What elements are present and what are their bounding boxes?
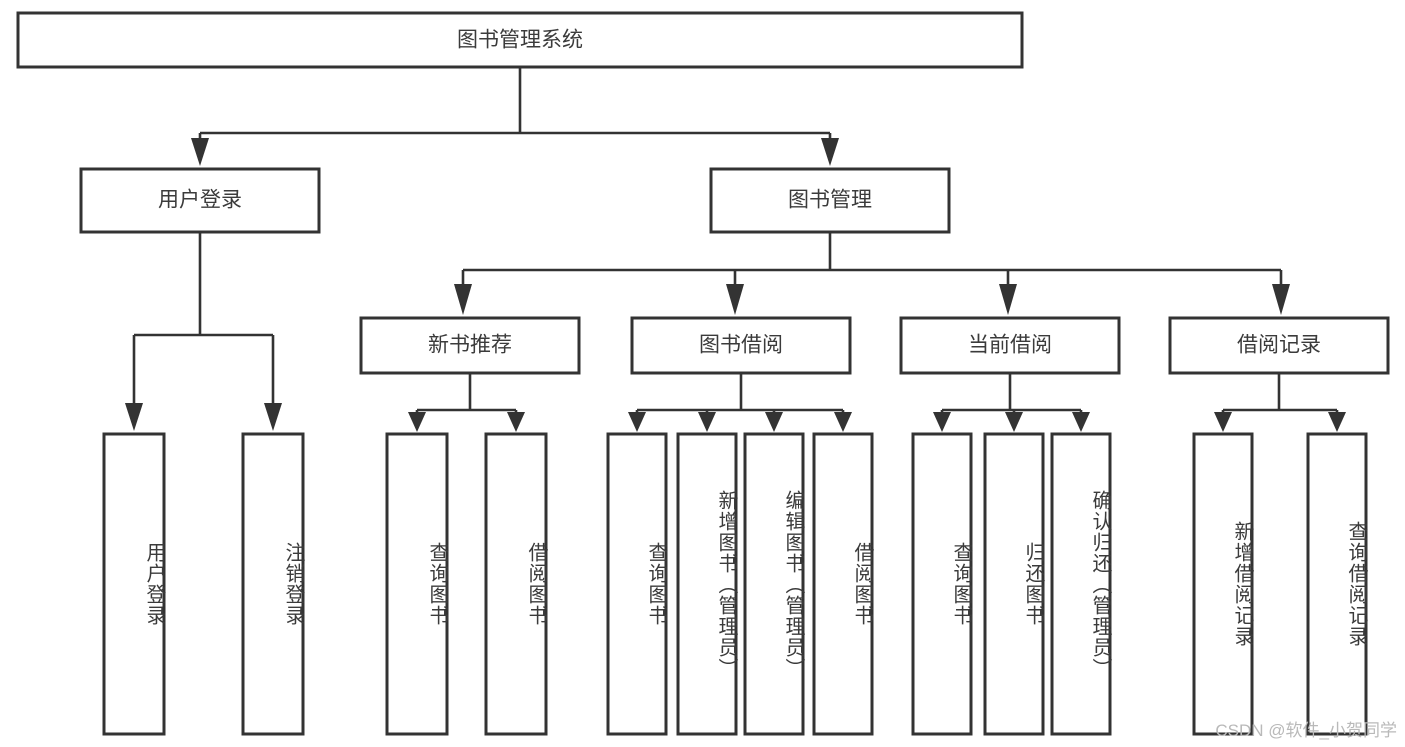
node-label-book-borrow: 图书借阅 [699, 334, 783, 357]
node-box-leaf-borrow-add[interactable] [676, 432, 738, 736]
arrow-head-leaf-rec-add [1214, 412, 1232, 432]
node-label-root: 图书管理系统 [457, 29, 583, 52]
arrow-head-new-book-rec [454, 284, 472, 315]
node-box-leaf-rec-borrow[interactable] [484, 432, 548, 736]
node-box-leaf-rec-add[interactable] [1192, 432, 1254, 736]
arrow-head-leaf-rec-find [1328, 412, 1346, 432]
arrow-head-leaf-rec-borrow [507, 412, 525, 432]
node-label-new-book-rec: 新书推荐 [428, 334, 512, 357]
arrow-head-leaf-rec-query [408, 412, 426, 432]
node-box-leaf-user-login[interactable] [102, 432, 166, 736]
arrow-head-borrow-record [1272, 284, 1290, 315]
node-box-leaf-cur-return[interactable] [983, 432, 1045, 736]
node-box-user-login[interactable] [79, 167, 321, 234]
node-box-leaf-rec-find[interactable] [1306, 432, 1368, 736]
node-box-leaf-rec-query[interactable] [385, 432, 449, 736]
node-box-new-book-rec[interactable] [359, 316, 581, 375]
node-box-leaf-borrow-query[interactable] [606, 432, 668, 736]
arrow-head-user-login [191, 138, 209, 166]
arrow-head-leaf-borrow-query [628, 412, 646, 432]
node-box-leaf-cur-query[interactable] [911, 432, 973, 736]
arrow-head-leaf-borrow-do [834, 412, 852, 432]
arrow-head-book-manage [821, 138, 839, 166]
arrow-head-leaf-cur-return [1005, 412, 1023, 432]
node-box-leaf-borrow-edit[interactable] [743, 432, 805, 736]
arrow-head-leaf-user-login [125, 403, 143, 431]
node-label-current-borrow: 当前借阅 [968, 334, 1052, 357]
node-box-root[interactable] [16, 11, 1024, 69]
arrow-head-leaf-cur-confirm [1072, 412, 1090, 432]
node-box-leaf-borrow-do[interactable] [812, 432, 874, 736]
node-label-book-manage: 图书管理 [788, 189, 872, 212]
arrow-head-book-borrow [726, 284, 744, 315]
arrow-head-leaf-user-logout [264, 403, 282, 431]
node-box-leaf-cur-confirm[interactable] [1050, 432, 1112, 736]
arrow-head-leaf-borrow-edit [765, 412, 783, 432]
node-box-current-borrow[interactable] [899, 316, 1121, 375]
node-label-borrow-record: 借阅记录 [1237, 334, 1321, 357]
watermark-text: CSDN @软件_小贺同学 [1215, 721, 1397, 740]
node-box-leaf-user-logout[interactable] [241, 432, 305, 736]
arrow-head-leaf-cur-query [933, 412, 951, 432]
arrow-head-leaf-borrow-add [698, 412, 716, 432]
node-label-user-login: 用户登录 [158, 189, 242, 212]
arrow-head-current-borrow [999, 284, 1017, 315]
